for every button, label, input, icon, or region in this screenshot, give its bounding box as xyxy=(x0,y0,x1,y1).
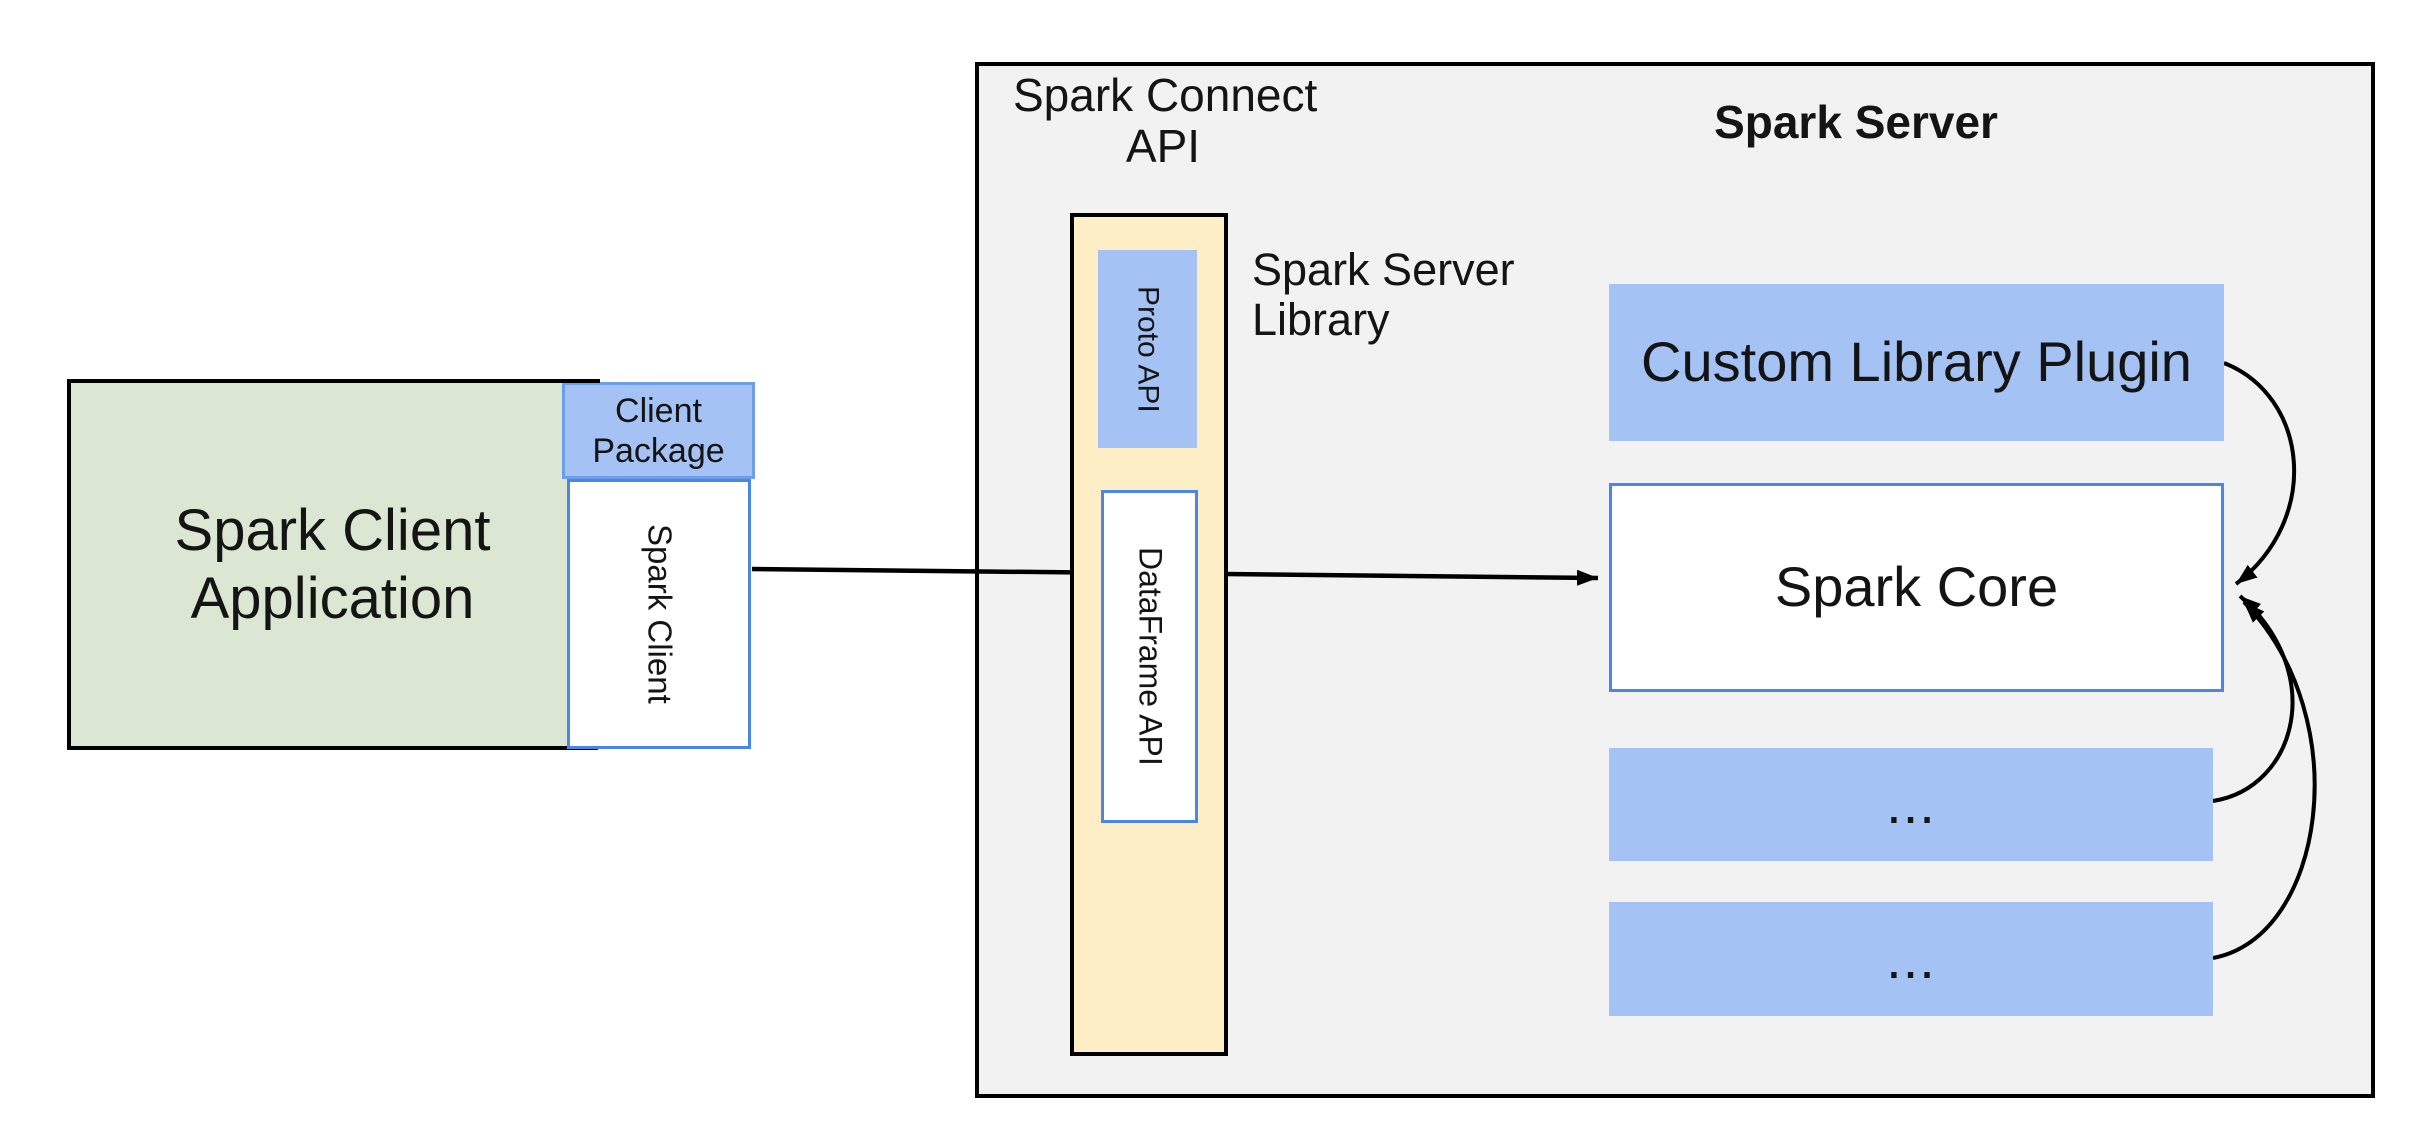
spark-client-application-line1: Spark Client xyxy=(174,497,491,563)
spark-server-title-text: Spark Server xyxy=(1714,96,1998,148)
spark-client-application-line2: Application xyxy=(190,565,475,631)
spark-client-label: Spark Client xyxy=(641,524,679,704)
proto-api-label: Proto API xyxy=(1131,285,1165,413)
dataframe-api-label: DataFrame API xyxy=(1132,547,1169,766)
plugin-more-box-1: ... xyxy=(1609,748,2213,861)
spark-server-library-line1: Spark Server xyxy=(1252,244,1515,295)
plugin-more-2-label: ... xyxy=(1886,926,1936,990)
spark-server-title: Spark Server xyxy=(1656,97,2056,148)
spark-server-library-line2: Library xyxy=(1252,294,1390,345)
plugin-more-box-2: ... xyxy=(1609,902,2213,1016)
client-package-line2: Package xyxy=(592,431,725,470)
proto-api-box: Proto API xyxy=(1098,250,1197,448)
spark-connect-api-line2: API xyxy=(1125,120,1201,172)
dataframe-api-box: DataFrame API xyxy=(1101,490,1198,823)
client-package-line1: Client xyxy=(615,391,702,430)
spark-connect-api-line1: Spark Connect xyxy=(1013,69,1318,121)
spark-client-box: Spark Client xyxy=(567,479,751,749)
custom-library-plugin-box: Custom Library Plugin xyxy=(1609,284,2224,441)
plugin-more-1-label: ... xyxy=(1886,772,1936,836)
spark-core-label: Spark Core xyxy=(1774,555,2059,619)
spark-core-box: Spark Core xyxy=(1609,483,2224,692)
custom-library-plugin-label: Custom Library Plugin xyxy=(1641,330,2192,394)
